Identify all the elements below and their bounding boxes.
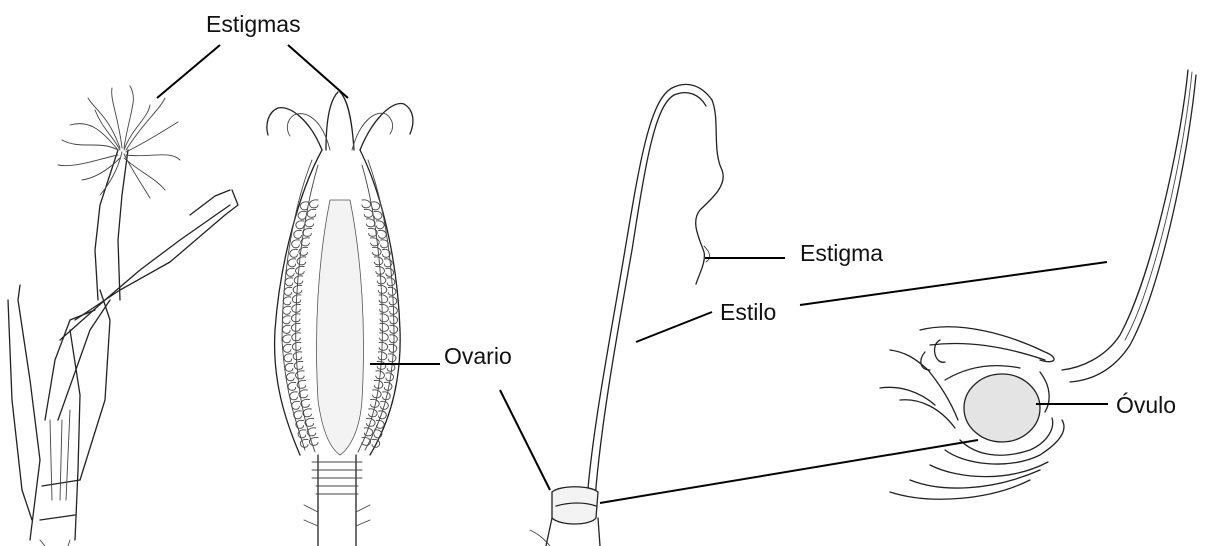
- kernel-loop: [284, 354, 292, 362]
- kernel-loop: [373, 247, 382, 255]
- kernel-loop: [362, 200, 371, 208]
- kernel-loop: [287, 268, 295, 276]
- kernel-loop: [292, 240, 300, 248]
- kernel-loop: [371, 238, 380, 246]
- kernel-loop: [305, 219, 314, 227]
- kernel-loop: [282, 325, 290, 333]
- kernel-loop: [296, 371, 305, 379]
- kernel-loop: [283, 344, 291, 352]
- kernel-loop: [379, 230, 387, 238]
- kernel-loop: [293, 352, 302, 360]
- kernel-loop: [296, 221, 304, 229]
- kernel-loop: [298, 211, 306, 219]
- leader-ovario-pistil: [500, 390, 550, 490]
- kernel-loop: [294, 276, 303, 284]
- kernel-loop: [283, 306, 291, 314]
- kernel-loop: [294, 411, 302, 419]
- ear-section-drawing: [267, 92, 413, 546]
- kernel-loop: [292, 401, 300, 409]
- kernel-loop: [290, 392, 298, 400]
- kernel-loop: [372, 202, 380, 210]
- kernel-loop: [380, 314, 389, 322]
- kernel-loop: [285, 363, 293, 371]
- kernel-loop: [380, 333, 389, 341]
- kernel-loop: [288, 259, 296, 267]
- label-estigma: Estigma: [800, 242, 883, 265]
- leader-ovario-base: [600, 440, 978, 503]
- kernel-loop: [287, 373, 295, 381]
- kernel-loop: [384, 259, 392, 267]
- ovule-section-drawing: [880, 70, 1196, 499]
- kernel-loop: [388, 354, 396, 362]
- kernel-loop: [298, 430, 306, 438]
- kernel-loop: [389, 344, 397, 352]
- kernel-loop: [374, 211, 382, 219]
- leader-estilo-pistil: [636, 312, 712, 342]
- label-ovulo: Óvulo: [1116, 394, 1176, 417]
- kernel-loop: [378, 285, 387, 293]
- kernel-loop: [296, 266, 305, 274]
- leader-stigmas-left: [157, 45, 220, 98]
- label-estigmas: Estigmas: [206, 13, 301, 36]
- label-estilo: Estilo: [720, 301, 776, 324]
- kernel-loop: [377, 276, 386, 284]
- kernel-loop: [380, 323, 389, 331]
- kernel-loop: [299, 247, 308, 255]
- kernel-loop: [292, 342, 301, 350]
- kernel-loop: [309, 200, 318, 208]
- kernel-loop: [379, 295, 388, 303]
- kernel-loop: [364, 209, 373, 217]
- kernel-loop: [376, 221, 384, 229]
- pistil-drawing: [530, 84, 723, 546]
- kernel-loop: [379, 342, 388, 350]
- kernel-loop: [381, 240, 389, 248]
- kernel-loop: [300, 202, 308, 210]
- label-ovario: Ovario: [444, 345, 512, 368]
- kernel-loop: [290, 249, 298, 257]
- kernel-loop: [294, 361, 303, 369]
- kernel-loop: [283, 335, 291, 343]
- kernel-loop: [380, 304, 389, 312]
- kernel-loop: [307, 209, 316, 217]
- kernel-loop: [283, 297, 291, 305]
- kernel-loop: [285, 278, 293, 286]
- corn-ear-drawing: [8, 86, 238, 546]
- leader-stigmas-right: [288, 45, 348, 98]
- kernel-loop: [387, 278, 395, 286]
- kernel-loop: [300, 439, 308, 447]
- kernel-loop: [297, 257, 306, 265]
- kernel-loop: [386, 268, 394, 276]
- kernel-loop: [288, 382, 296, 390]
- kernel-loop: [378, 352, 387, 360]
- kernel-loop: [294, 230, 302, 238]
- kernel-loop: [282, 316, 290, 324]
- leader-estilo-ovule: [800, 262, 1107, 305]
- kernel-loop: [284, 287, 292, 295]
